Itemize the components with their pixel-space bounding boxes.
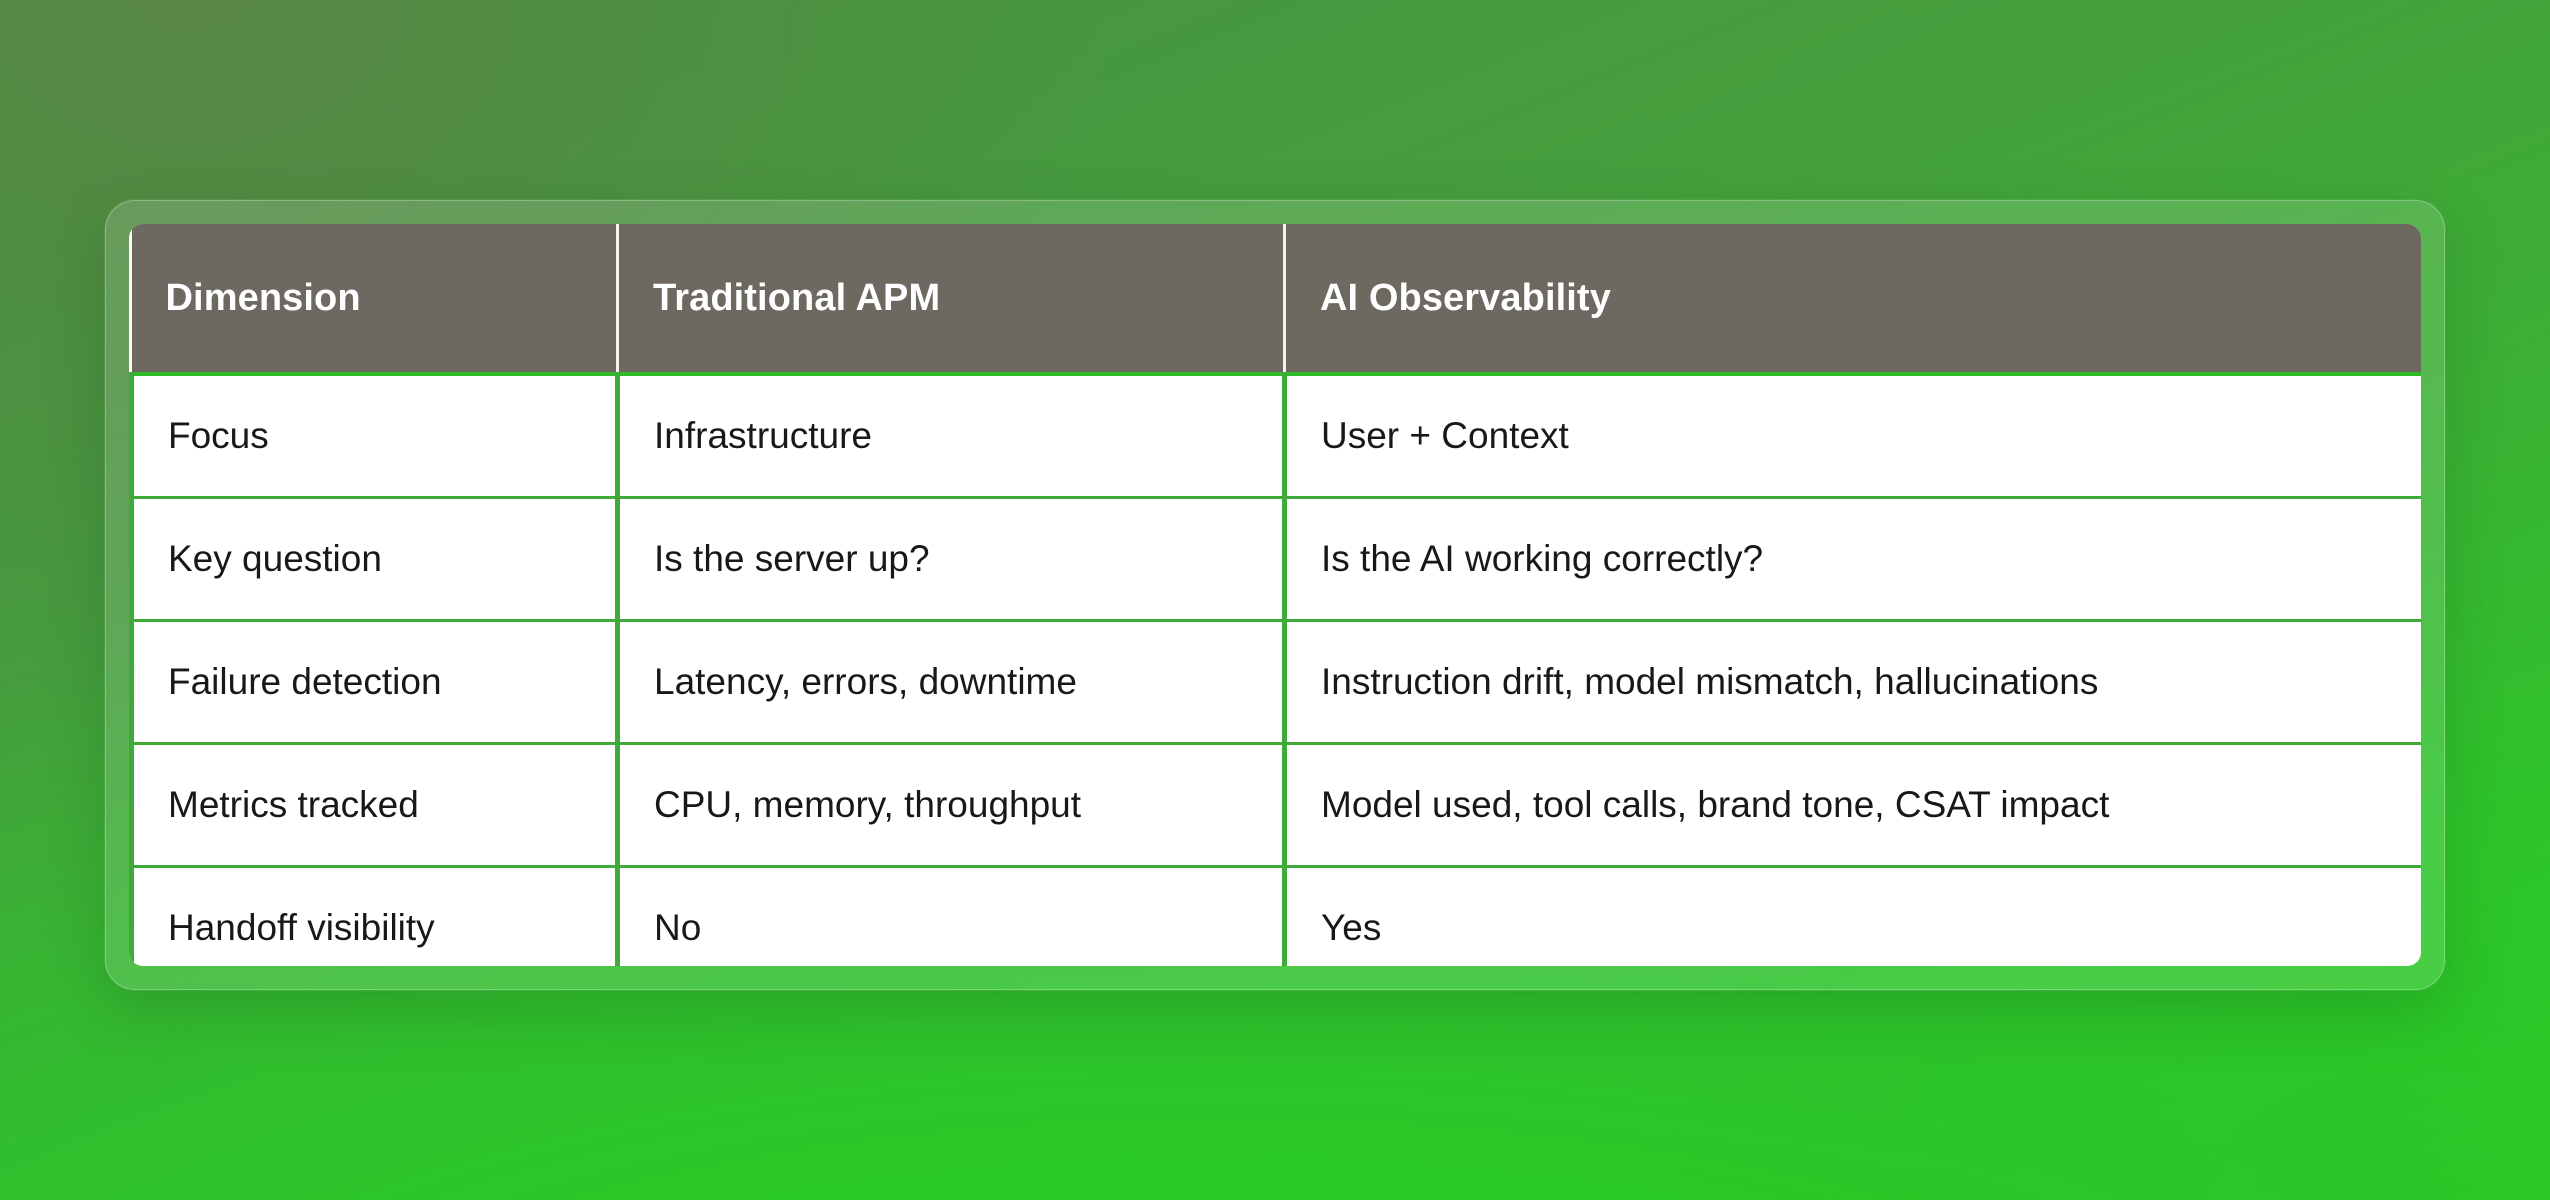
table-header-row: Dimension Traditional APM AI Observabili… <box>131 224 2421 376</box>
cell-ai-observability: Is the AI working correctly? <box>1284 497 2421 622</box>
table-row: Key question Is the server up? Is the AI… <box>129 497 2421 622</box>
table-container: Dimension Traditional APM AI Observabili… <box>129 224 2421 966</box>
table-row: Focus Infrastructure User + Context <box>129 374 2421 499</box>
cell-dimension: Handoff visibility <box>129 866 620 966</box>
table-body: Focus Infrastructure User + Context Key … <box>129 374 2421 966</box>
column-header-dimension: Dimension <box>131 224 619 376</box>
cell-traditional-apm: CPU, memory, throughput <box>617 743 1287 868</box>
cell-dimension: Key question <box>129 497 620 622</box>
table-row: Metrics tracked CPU, memory, throughput … <box>129 743 2421 868</box>
comparison-table: Dimension Traditional APM AI Observabili… <box>129 224 2421 966</box>
table-row: Handoff visibility No Yes <box>129 866 2421 966</box>
column-header-traditional-apm: Traditional APM <box>617 224 1286 376</box>
cell-traditional-apm: No <box>617 866 1287 966</box>
cell-traditional-apm: Latency, errors, downtime <box>617 620 1287 745</box>
cell-dimension: Failure detection <box>129 620 620 745</box>
cell-traditional-apm: Is the server up? <box>617 497 1287 622</box>
cell-ai-observability: Instruction drift, model mismatch, hallu… <box>1284 620 2421 745</box>
cell-dimension: Focus <box>129 374 620 499</box>
table-row: Failure detection Latency, errors, downt… <box>129 620 2421 745</box>
comparison-table-card: Dimension Traditional APM AI Observabili… <box>105 200 2445 990</box>
column-header-ai-observability: AI Observability <box>1284 224 2421 376</box>
table-header: Dimension Traditional APM AI Observabili… <box>131 224 2421 376</box>
cell-traditional-apm: Infrastructure <box>617 374 1287 499</box>
cell-ai-observability: Model used, tool calls, brand tone, CSAT… <box>1284 743 2421 868</box>
cell-ai-observability: User + Context <box>1284 374 2421 499</box>
cell-ai-observability: Yes <box>1284 866 2421 966</box>
cell-dimension: Metrics tracked <box>129 743 620 868</box>
